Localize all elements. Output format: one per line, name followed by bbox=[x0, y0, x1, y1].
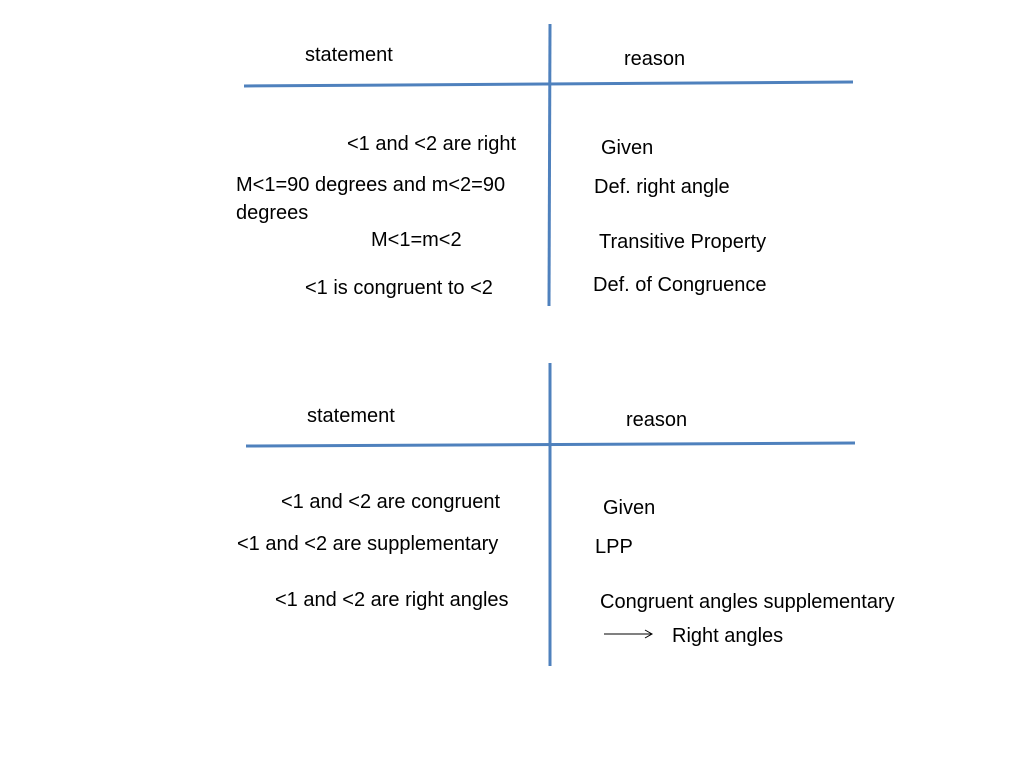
proof2-statement-3: <1 and <2 are right angles bbox=[275, 589, 509, 611]
proof2-statement-2: <1 and <2 are supplementary bbox=[237, 533, 499, 555]
proof1-reason-2: Def. right angle bbox=[594, 176, 730, 198]
proof1-reason-4: Def. of Congruence bbox=[593, 274, 767, 296]
proof1-statement-4: <1 is congruent to <2 bbox=[305, 277, 493, 299]
proof2-reason-4: Right angles bbox=[672, 625, 784, 647]
proof2-statement-header: statement bbox=[307, 405, 395, 427]
proof1-statement-header: statement bbox=[305, 44, 393, 66]
proof1-statement-1: <1 and <2 are right bbox=[347, 133, 517, 155]
proof1-statement-3: M<1=m<2 bbox=[371, 229, 462, 251]
long-right-arrow-icon bbox=[604, 629, 654, 639]
proof2-reason-2: LPP bbox=[595, 536, 633, 558]
proof2-reason-1: Given bbox=[603, 497, 656, 519]
proof1-reason-1: Given bbox=[601, 137, 654, 159]
proof2-reason-3: Congruent angles supplementary bbox=[600, 591, 895, 613]
proof1-statement-2: M<1=90 degrees and m<2=90 degrees bbox=[236, 174, 506, 224]
proof1-vertical-rule bbox=[547, 23, 552, 307]
proof1-reason-header: reason bbox=[624, 48, 686, 70]
proof2-reason-header: reason bbox=[626, 409, 688, 431]
proof1-reason-3: Transitive Property bbox=[599, 231, 767, 253]
proof2-statement-1: <1 and <2 are congruent bbox=[281, 491, 501, 513]
